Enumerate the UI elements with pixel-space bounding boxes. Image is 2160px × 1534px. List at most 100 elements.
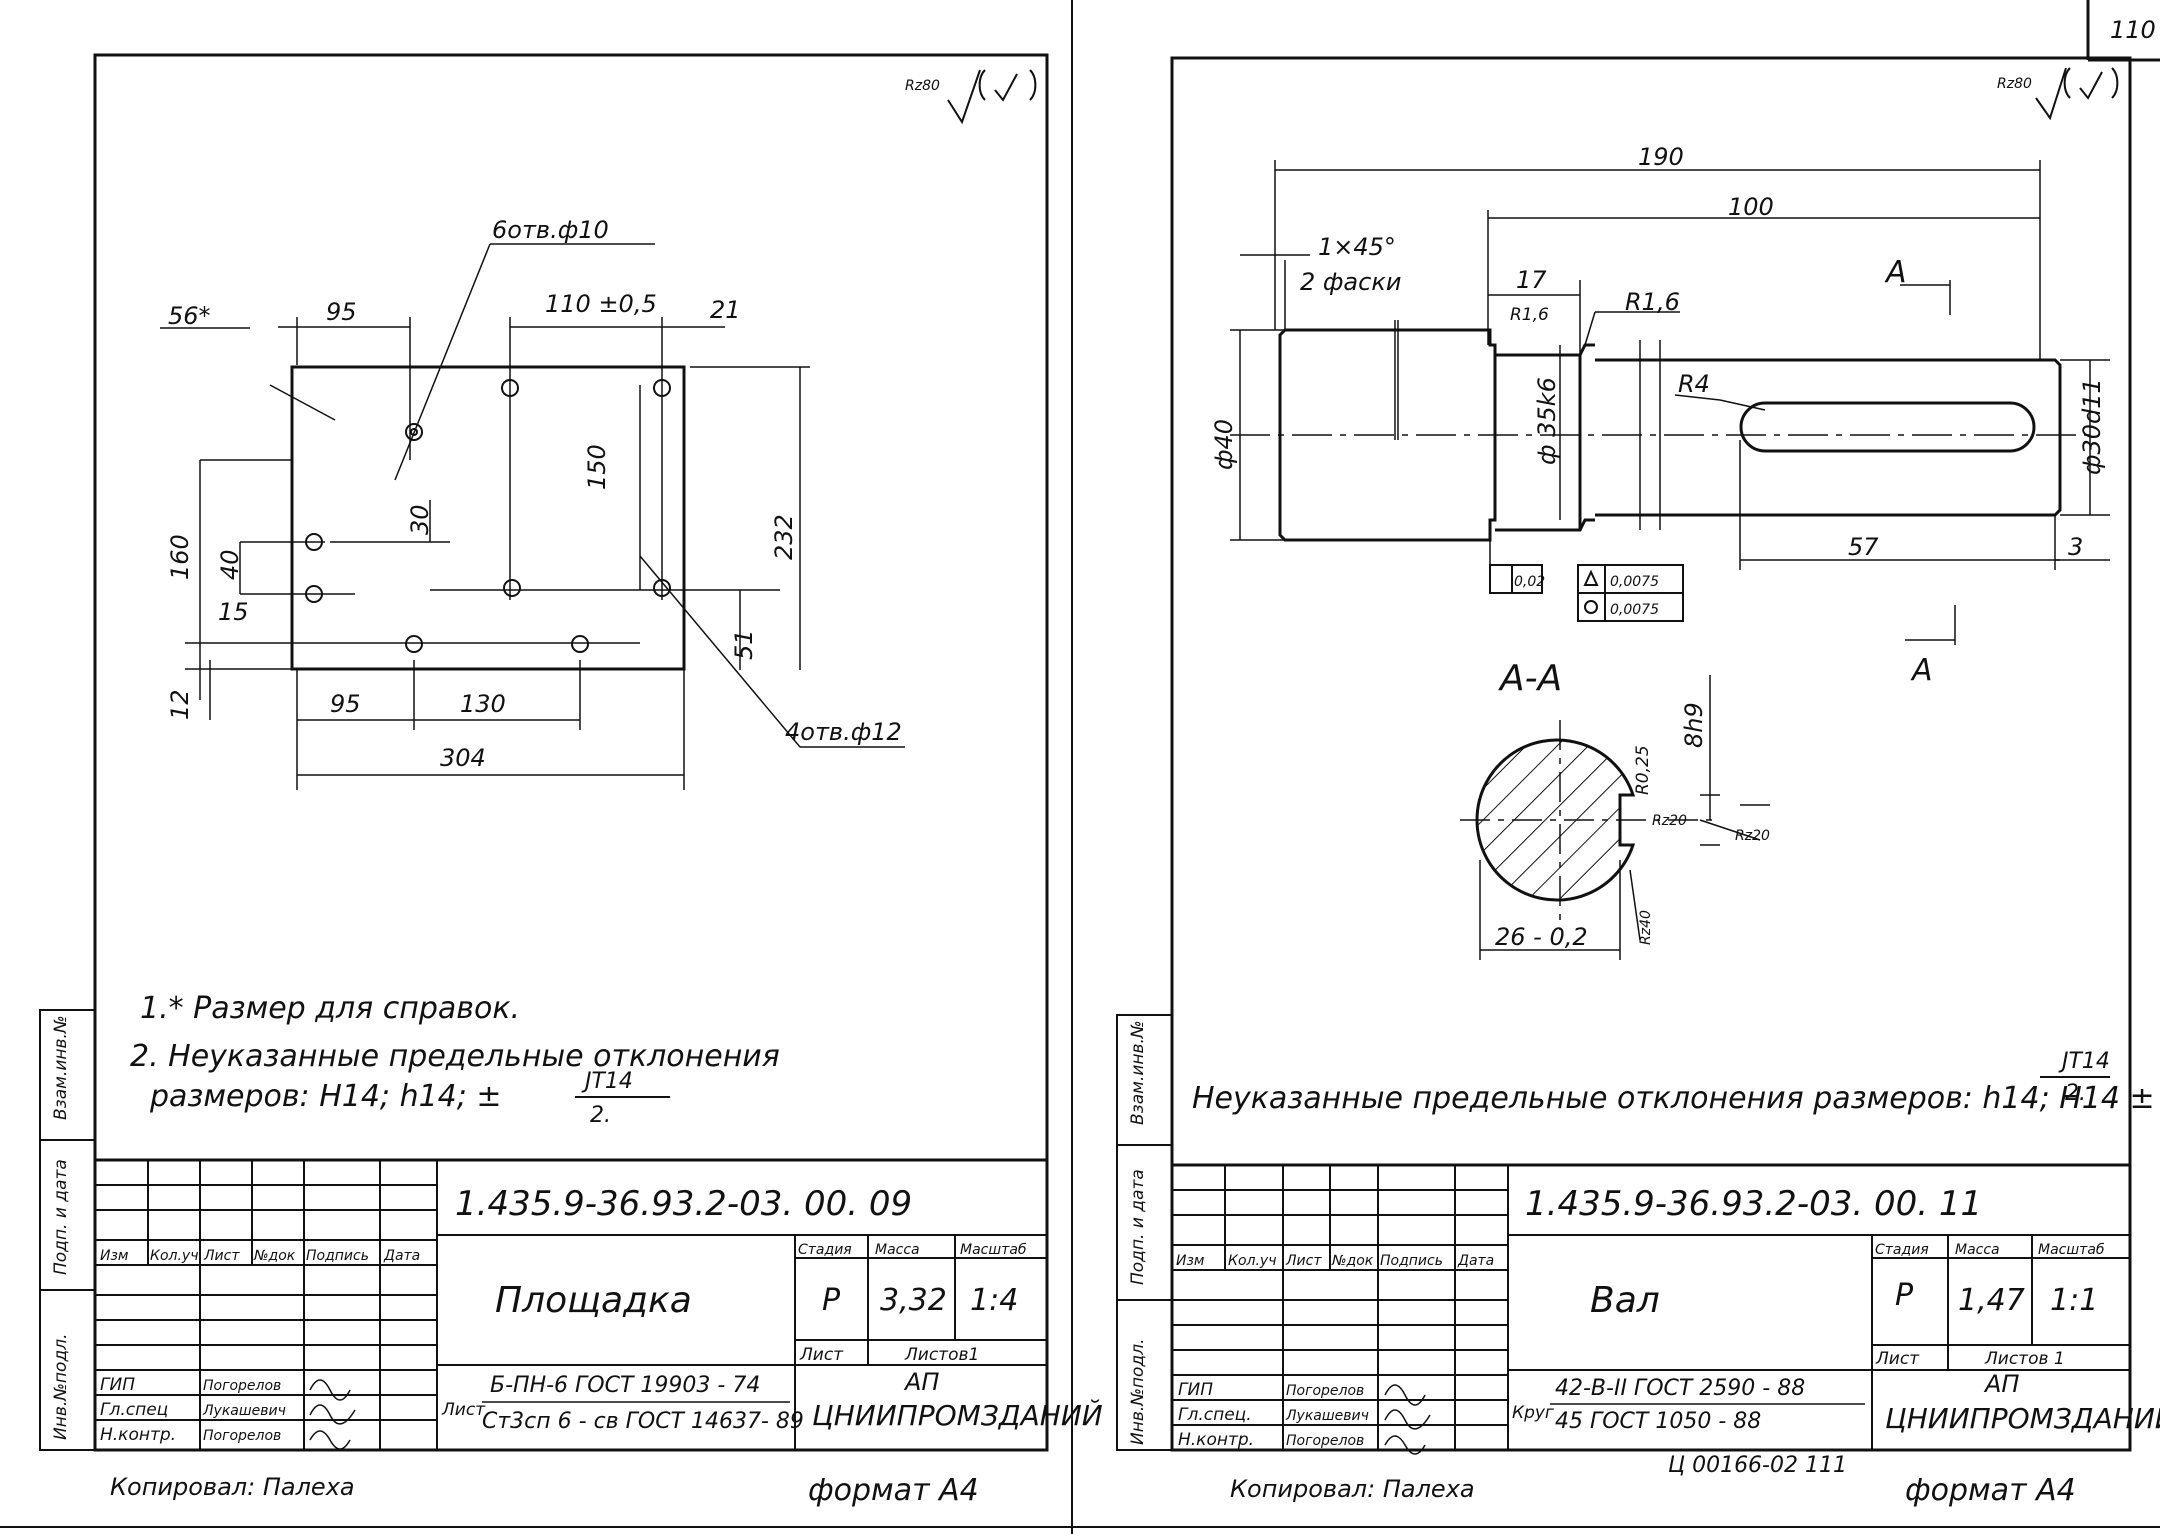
dim-95-top: 95 (326, 298, 357, 326)
right-format: формат А4 (1905, 1473, 2076, 1508)
left-hdr-2: Лист (203, 1248, 240, 1264)
dim-304: 304 (440, 744, 486, 772)
left-sheets-label: Листов1 (904, 1345, 979, 1365)
left-role-2: Н.контр. (100, 1425, 176, 1445)
dim-phi40: ф40 (1210, 419, 1238, 470)
dim-232: 232 (770, 514, 798, 560)
right-side-label-2: Подп. и дата (1128, 1169, 1148, 1285)
roughness-mark-right-icon (2035, 67, 2119, 121)
tol-b: 0,0075 (1610, 602, 1659, 618)
dim-40: 40 (216, 549, 244, 580)
sec-dim-rz20b: Rz20 (1735, 828, 1770, 844)
right-scale: 1:1 (2050, 1283, 2098, 1318)
dim-3: 3 (2068, 533, 2083, 561)
dim-r4: R4 (1678, 370, 1710, 398)
right-part-name: Вал (1590, 1280, 1660, 1321)
sec-dim-r025: R0,25 (1633, 745, 1653, 795)
dim-r16a: R1,6 (1510, 305, 1549, 325)
right-hdr-1: Кол.уч (1228, 1253, 1276, 1269)
dim-190: 190 (1638, 143, 1684, 171)
right-sheets-label: Листов 1 (1984, 1349, 2065, 1369)
left-stage: Р (822, 1283, 841, 1318)
dim-57: 57 (1848, 533, 1879, 561)
right-person-1: Лукашевич (1285, 1408, 1369, 1424)
right-col-mass: Масса (1955, 1242, 2000, 1258)
plate-outline (290, 365, 686, 671)
sec-dim-26: 26 - 0,2 (1495, 923, 1588, 951)
left-role-0: ГИП (100, 1375, 135, 1395)
holes-bottom-callout: 4отв.ф12 (785, 718, 902, 746)
right-hdr-3: №док (1331, 1253, 1374, 1269)
right-role-2: Н.контр. (1178, 1430, 1254, 1450)
dim-21: 21 (710, 296, 741, 324)
sec-dim-8h9: 8h9 (1680, 702, 1708, 748)
left-material-2: Ст3сп 6 - св ГОСТ 14637- 89 (482, 1409, 804, 1434)
right-sheet-label: Лист (1875, 1349, 1920, 1369)
dim-95-bot: 95 (330, 690, 361, 718)
left-person-2: Погорелов (203, 1428, 281, 1444)
sec-dim-rz40: Rz40 (1638, 910, 1654, 945)
dim-chamfer-2: 2 фаски (1300, 268, 1401, 296)
right-note-frac-bot: 2. (2065, 1081, 2086, 1106)
right-mass: 1,47 (1958, 1283, 2025, 1318)
dim-15: 15 (218, 598, 249, 626)
right-copied: Копировал: Палеха (1230, 1475, 1475, 1503)
right-title-block (1170, 1163, 2132, 1452)
dimension-lines (160, 243, 905, 790)
tol-parallel: 0,02 (1514, 574, 1545, 590)
right-col-stage: Стадия (1875, 1242, 1929, 1258)
left-role-1: Гл.спец (100, 1400, 168, 1420)
side-label-1: Взам.инв.№ (51, 1015, 71, 1120)
side-label-3: Инв.№подл. (51, 1334, 71, 1440)
left-hdr-5: Дата (383, 1248, 420, 1264)
section-mark-bottom: А (1910, 653, 1933, 688)
left-note-2a: 2. Неуказанные предельные отклонения (130, 1039, 780, 1074)
left-person-1: Лукашевич (202, 1403, 286, 1419)
left-note-1: 1.* Размер для справок. (140, 991, 520, 1026)
right-hdr-2: Лист (1285, 1253, 1322, 1269)
left-col-scale: Масштаб (960, 1242, 1027, 1258)
signature-right-icon (1384, 1384, 1431, 1455)
right-hdr-0: Изм (1176, 1253, 1205, 1269)
shaft-outline (1278, 328, 2062, 542)
right-col-scale: Масштаб (2038, 1242, 2105, 1258)
left-note-frac-top: JT14 (581, 1069, 633, 1094)
left-material-prefix: Лист (441, 1400, 486, 1420)
right-hdr-5: Дата (1457, 1253, 1494, 1269)
left-part-name: Площадка (495, 1280, 692, 1321)
tol-a: 0,0075 (1610, 574, 1659, 590)
right-side-label-3: Инв.№подл. (1128, 1339, 1148, 1445)
left-org-1: АП (903, 1368, 939, 1396)
roughness-left: Rz80 (905, 78, 940, 94)
page-number: 110 (2110, 16, 2156, 44)
left-hdr-1: Кол.уч (150, 1248, 198, 1264)
left-scale: 1:4 (970, 1283, 1018, 1318)
dim-30: 30 (406, 504, 434, 535)
dim-110: 110 ±0,5 (545, 290, 657, 318)
tolerance-frames (1489, 564, 1684, 622)
sec-dim-rz20a: Rz20 (1652, 813, 1687, 829)
left-mass: 3,32 (880, 1283, 947, 1318)
right-note-frac-top: JT14 (2058, 1049, 2110, 1074)
right-person-2: Погорелов (1286, 1433, 1364, 1449)
page-number-box: 110 (2086, 0, 2160, 62)
left-sheet: Взам.инв.№ Подп. и дата Инв.№подл. Rz80 (39, 53, 1103, 1508)
holes (305, 379, 671, 653)
right-sheet: Взам.инв.№ Подп. и дата Инв.№подл. Rz80 (1116, 56, 2160, 1508)
right-hdr-4: Подпись (1380, 1253, 1443, 1269)
dim-160: 160 (166, 534, 194, 580)
section-title: А-А (1498, 658, 1562, 699)
dim-51: 51 (730, 629, 758, 660)
roughness-right: Rz80 (1997, 76, 2032, 92)
left-format: формат А4 (808, 1473, 979, 1508)
right-role-1: Гл.спец. (1178, 1405, 1252, 1425)
left-note-2b: размеров: H14; h14; ± (149, 1079, 502, 1114)
dim-100: 100 (1728, 193, 1774, 221)
roughness-mark-icon (947, 69, 1037, 125)
right-org-1: АП (1983, 1370, 2019, 1398)
left-hdr-4: Подпись (306, 1248, 369, 1264)
right-side-label-1: Взам.инв.№ (1128, 1020, 1148, 1125)
right-stage: Р (1895, 1278, 1914, 1313)
right-stamp: Ц 00166-02 111 (1668, 1453, 1847, 1478)
